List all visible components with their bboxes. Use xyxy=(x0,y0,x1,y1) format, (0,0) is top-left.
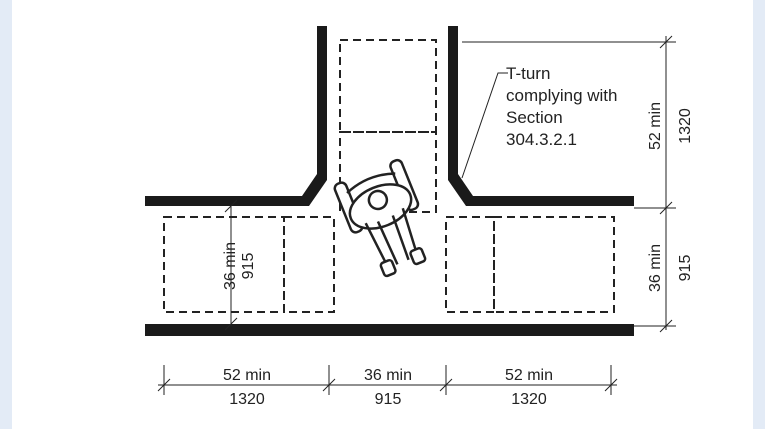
right-inner-space xyxy=(445,216,495,313)
dim-cross-width-left: 36 min 915 xyxy=(222,199,257,331)
callout-line-3: Section xyxy=(506,108,563,127)
dim-stem-in: 52 min xyxy=(647,102,664,150)
dim-bottom-center-mm: 915 xyxy=(375,391,402,408)
dim-cross-left-in: 36 min xyxy=(222,242,239,290)
t-turn-diagram: T-turn complying with Section 304.3.2.1 … xyxy=(145,26,694,408)
dim-stem-mm: 1320 xyxy=(677,108,694,144)
callout-line-1: T-turn xyxy=(506,64,550,83)
dim-bottom-left-in: 52 min xyxy=(223,367,271,384)
callout-line-4: 304.3.2.1 xyxy=(506,130,577,149)
right-outer-space xyxy=(493,216,615,313)
dim-bottom-right-in: 52 min xyxy=(505,367,553,384)
wheelchair-icon xyxy=(333,158,427,278)
left-upper-wall xyxy=(145,26,327,206)
dim-stem-length: 52 min 1320 xyxy=(462,35,694,215)
figure-frame: T-turn complying with Section 304.3.2.1 … xyxy=(12,0,753,429)
callout-leader xyxy=(461,72,508,179)
callout-line-2: complying with xyxy=(506,86,618,105)
bottom-wall xyxy=(145,324,634,336)
left-inner-space xyxy=(283,216,335,313)
dim-cross-left-mm: 915 xyxy=(240,253,257,280)
dim-cross-right-mm: 915 xyxy=(677,255,694,282)
dim-cross-right-in: 36 min xyxy=(647,244,664,292)
walls xyxy=(145,26,634,336)
dim-bottom-center-in: 36 min xyxy=(364,367,412,384)
dim-bottom-right-mm: 1320 xyxy=(511,391,547,408)
dim-bottom-left-mm: 1320 xyxy=(229,391,265,408)
clear-spaces xyxy=(163,39,615,313)
dim-cross-width-right: 36 min 915 xyxy=(634,208,694,333)
dim-bottom-chain: 52 min 1320 36 min 915 52 min 1320 xyxy=(157,365,618,408)
stem-upper-space xyxy=(339,39,437,133)
right-upper-wall xyxy=(448,26,634,206)
left-outer-space xyxy=(163,216,285,313)
